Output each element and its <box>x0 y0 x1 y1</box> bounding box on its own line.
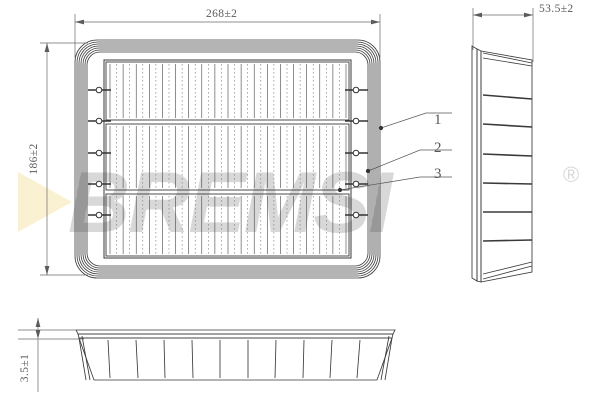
dimension-height <box>40 42 88 276</box>
dimension-width <box>74 14 381 58</box>
dimension-height-label: 186±2 <box>28 143 40 174</box>
dimension-flange-thickness <box>18 318 84 392</box>
top-view-group <box>74 39 381 279</box>
dimension-depth-label: 53.5±2 <box>539 3 574 15</box>
callout-2-label: 2 <box>434 140 442 156</box>
front-view-ribs <box>107 339 361 379</box>
media-band-3 <box>105 193 350 257</box>
media-window-border <box>103 59 352 259</box>
housing-outer-frame <box>74 39 381 279</box>
front-view-group <box>75 329 396 381</box>
dimension-flange-label: 3.5±1 <box>19 354 31 382</box>
watermark-group: BREMSI ® <box>18 155 579 251</box>
side-tab-right-1 <box>352 86 360 94</box>
watermark-brand: BREMSI <box>68 155 395 251</box>
callout-3-label: 3 <box>434 166 442 182</box>
side-tab-left-4 <box>95 180 103 188</box>
play-triangle-logo <box>18 172 72 232</box>
side-tab-left-5 <box>95 211 103 219</box>
side-tab-right-2 <box>352 117 360 125</box>
side-retaining-tabs <box>88 86 368 219</box>
side-tab-right-5 <box>352 211 360 219</box>
side-tab-left-2 <box>95 117 103 125</box>
side-tab-right-4 <box>352 180 360 188</box>
side-view-ribs <box>482 94 533 242</box>
filter-media-pleats <box>109 64 347 254</box>
watermark-registered-icon: ® <box>563 162 579 187</box>
side-tab-right-3 <box>352 149 360 157</box>
dimension-width-label: 268±2 <box>206 8 237 20</box>
side-tab-left-1 <box>95 86 103 94</box>
media-band-2 <box>105 123 350 191</box>
callout-leaders <box>337 112 452 193</box>
side-view-group <box>471 45 533 283</box>
media-band-1 <box>105 61 350 121</box>
callout-1-label: 1 <box>434 112 442 128</box>
dimension-depth <box>472 8 534 62</box>
side-tab-left-3 <box>95 149 103 157</box>
